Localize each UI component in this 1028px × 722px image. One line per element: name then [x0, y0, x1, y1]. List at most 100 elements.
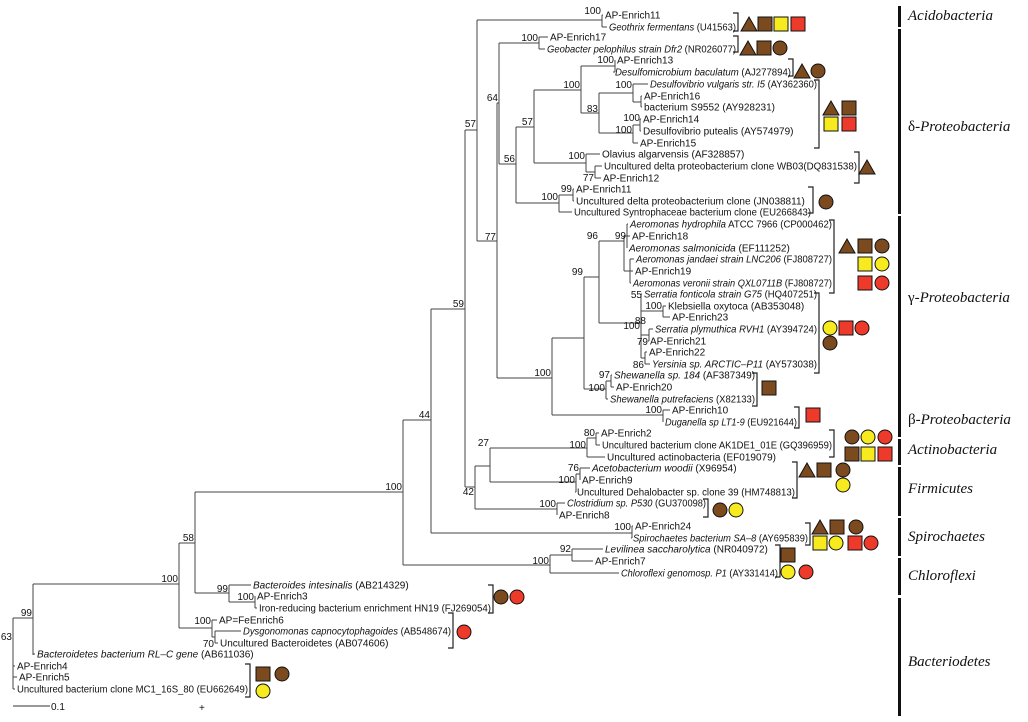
leaf-label-text: AP-Enrich9: [582, 476, 633, 487]
circle-brown-icon: [772, 40, 788, 56]
clade-divider-bar: [898, 29, 901, 214]
leaf-label: Duganella sp LT1-9 (EU921644): [665, 418, 797, 429]
leaf-label-text: (AB548674): [398, 627, 451, 638]
bootstrap-value: 99: [21, 608, 33, 619]
bootstrap-value: 100: [532, 556, 549, 567]
icon-group: [798, 461, 851, 493]
leaf-label: Aeromonas veronii strain QXL0711B (FJ808…: [632, 279, 832, 290]
leaf-label-text: (FJ808727): [782, 279, 832, 290]
circle-yellow-icon: [822, 320, 838, 336]
bootstrap-value: 100: [614, 522, 631, 533]
clade-prefix: δ-: [908, 119, 920, 135]
bootstrap-value: 76: [568, 463, 580, 474]
leaf-species-name: Spirochaetes bacterium SA–8: [633, 534, 757, 545]
leaf-label-text: Desulfovibrio putealis (AY574979): [643, 127, 793, 138]
leaf-species-name: Aeromonas salmonicida: [628, 244, 736, 255]
clade-prefix: γ-: [907, 290, 920, 306]
leaf-species-name: Acetobacterium woodii: [591, 464, 693, 475]
square-yellow-icon: [857, 256, 873, 272]
leaf-label-text: Uncultured Syntrophaceae bacterium clone…: [574, 208, 811, 219]
leaf-species-name: Shewanella sp. 184: [614, 371, 701, 382]
triangle-brown-icon: [740, 15, 758, 32]
clade-name: Proteobacteria: [919, 290, 1010, 306]
square-red-icon: [838, 320, 854, 336]
icon-group: [822, 99, 857, 132]
bootstrap-value: 57: [522, 117, 534, 128]
leaf-label: Uncultured delta proteobacterium clone (…: [576, 197, 805, 208]
leaf-species-name: Bacteroidetes bacterium RL–C gene: [37, 650, 199, 661]
square-brown-icon: [816, 462, 832, 478]
bootstrap-value: 58: [183, 533, 195, 544]
leaf-label: Olavius algarvensis (AF328857): [602, 150, 744, 161]
leaf-label-text: AP-Enrich17: [550, 33, 607, 44]
icon-group: [793, 62, 826, 79]
leaf-label-text: (AF387349): [700, 371, 755, 382]
leaf-label-text: Uncultured actinobacteria (EF019079): [607, 453, 776, 464]
leaf-label: Uncultured Syntrophaceae bacterium clone…: [574, 208, 811, 219]
circle-red-icon: [874, 275, 890, 291]
leaf-label: Desulfovibrio putealis (AY574979): [643, 127, 793, 138]
leaf-label: Aeromonas salmonicida (EF111252): [628, 244, 790, 255]
leaf-label: AP-Enrich23: [672, 313, 729, 324]
circle-brown-icon: [822, 335, 838, 351]
bootstrap-value: 100: [615, 80, 632, 91]
leaf-label-text: AP-Enrich20: [616, 383, 673, 394]
leaf-label: AP-Enrich16: [644, 92, 701, 103]
bootstrap-value: 77: [485, 232, 497, 243]
leaf-label-text: AP-Enrich24: [635, 522, 692, 533]
leaf-label-text: (GU370098): [652, 499, 706, 510]
leaf-species-name: Clostridium sp. P530: [567, 499, 653, 510]
bootstrap-value: 80: [584, 428, 596, 439]
icon-group: [456, 624, 472, 640]
triangle-brown-icon: [793, 62, 811, 79]
leaf-label-text: (U41563): [694, 23, 736, 34]
icon-group: [858, 158, 876, 175]
bootstrap-value: 100: [568, 151, 585, 162]
square-red-icon: [841, 116, 857, 132]
bootstrap-value: 83: [587, 104, 599, 115]
leaf-species-name: Desulfomicrobium baculatum: [615, 68, 739, 79]
circle-red-icon: [863, 535, 879, 551]
triangle-brown-icon: [798, 461, 816, 478]
leaf-label: Acetobacterium woodii (X96954): [591, 464, 737, 475]
square-brown-icon: [841, 100, 857, 116]
clade-label: Actinobacteria: [907, 442, 997, 458]
bootstrap-value: 100: [534, 368, 551, 379]
leaf-label-text: (AY331414): [727, 569, 778, 580]
circle-red-icon: [798, 564, 814, 580]
bootstrap-value: 100: [161, 574, 178, 585]
bootstrap-value: 100: [623, 113, 640, 124]
bootstrap-value: 64: [487, 93, 499, 104]
icon-group: [493, 589, 525, 605]
circle-brown-icon: [818, 194, 834, 210]
clade-divider-bar: [898, 558, 901, 595]
circle-yellow-icon: [728, 502, 744, 518]
leaf-label-text: ATCC 7966 (CP000462): [726, 220, 832, 231]
bootstrap-value: 100: [588, 383, 605, 394]
icon-group: [739, 39, 788, 56]
circle-yellow-icon: [780, 564, 796, 580]
clade-name: Acidobacteria: [907, 8, 993, 24]
triangle-brown-icon: [838, 237, 856, 254]
bootstrap-value: 79: [637, 337, 649, 348]
square-brown-icon: [780, 547, 796, 563]
leaf-label: Bacteroidetes bacterium RL–C gene (AB611…: [37, 650, 254, 661]
leaf-label-text: Olavius algarvensis (AF328857): [602, 150, 744, 161]
leaf-label-text: AP-Enrich15: [640, 139, 697, 150]
leaf-label-text: Uncultured bacterium clone MC1_16S_80 (E…: [17, 685, 248, 696]
leaf-label: Uncultured bacterium clone MC1_16S_80 (E…: [17, 685, 248, 696]
leaf-label-text: AP-Enrich19: [635, 267, 692, 278]
leaf-label: Levilinea saccharolytica (NR040972): [605, 545, 768, 556]
leaf-species-name: Duganella sp LT1-9: [665, 418, 745, 429]
leaf-label: AP-Enrich15: [640, 139, 697, 150]
circle-brown-icon: [712, 502, 728, 518]
metabolism-icons: [255, 15, 893, 699]
leaf-label-text: (EF111252): [736, 244, 790, 255]
leaf-label: bacterium S9552 (AY928231): [644, 103, 775, 114]
bootstrap-value: 55: [631, 290, 643, 301]
leaf-label-text: AP-Enrich4: [17, 662, 68, 673]
leaf-species-name: Aeromonas veronii strain QXL0711B: [632, 279, 782, 290]
clade-divider-bar: [898, 518, 901, 556]
square-red-icon: [877, 446, 893, 462]
